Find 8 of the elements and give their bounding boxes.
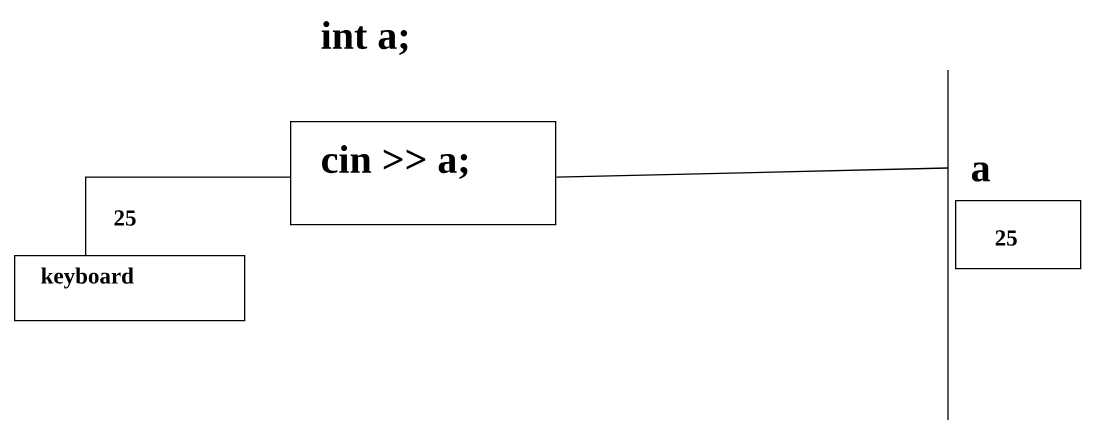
statement-box: cin >> a; (290, 121, 557, 226)
connector-line (555, 167, 949, 178)
memory-cell: a 25 (955, 162, 1082, 270)
device-box: keyboard (14, 255, 246, 322)
connector-line (85, 176, 291, 256)
title: int a; (321, 21, 408, 55)
edge-label: 25 (112, 209, 138, 227)
node-label: a (971, 162, 991, 182)
